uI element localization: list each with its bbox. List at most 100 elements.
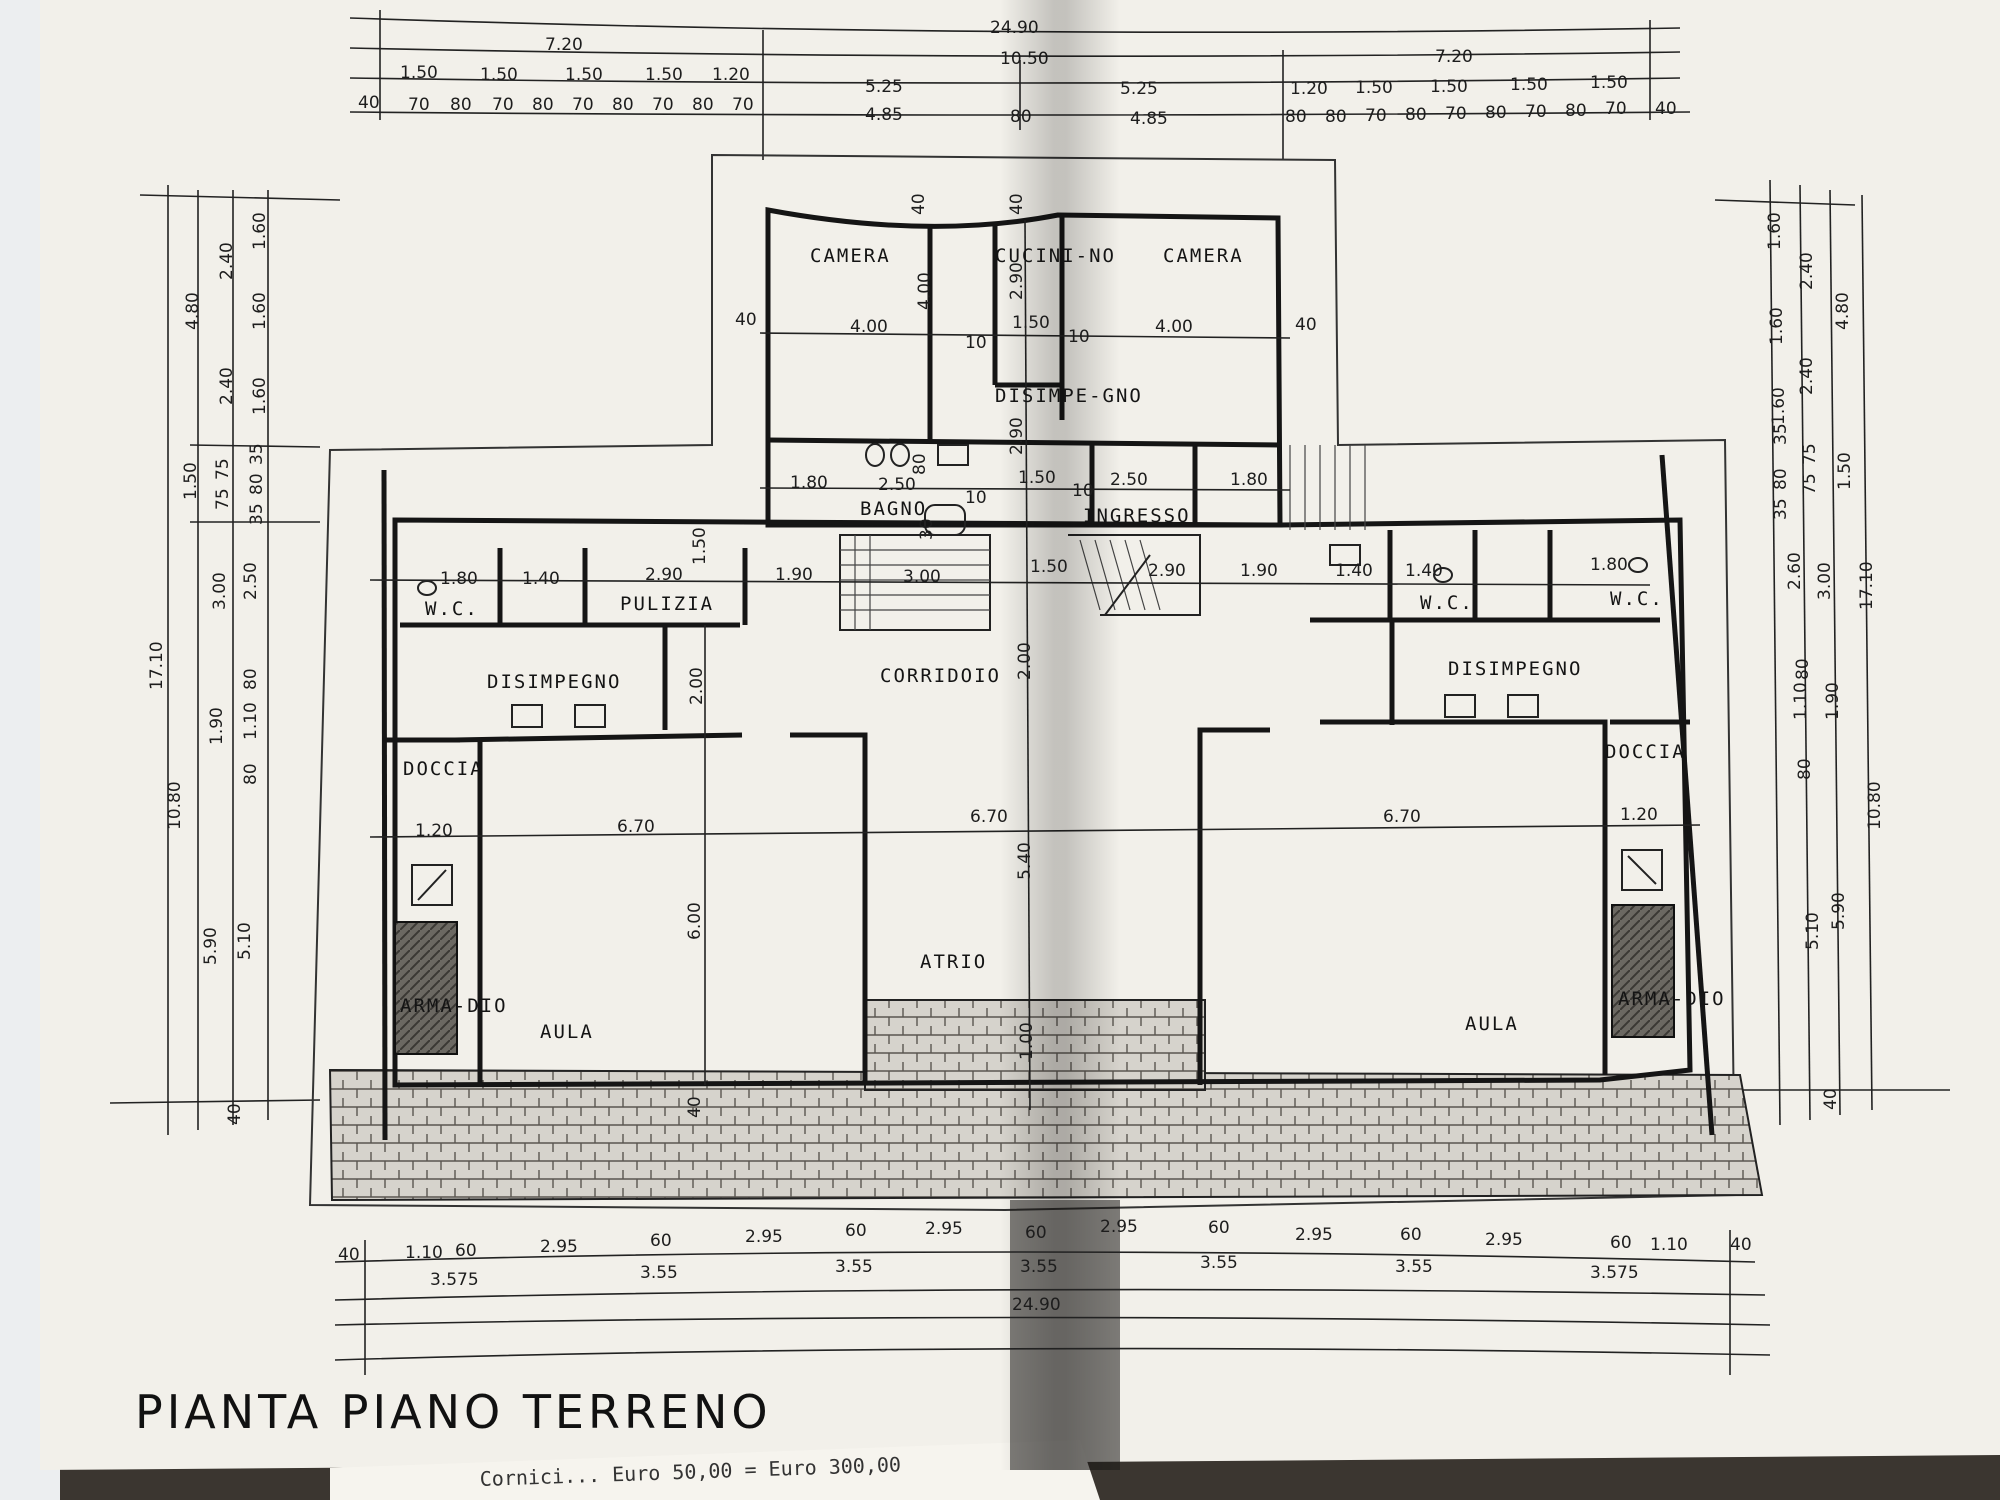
svg-text:80: 80 [910, 453, 930, 475]
room-bagno: BAGNO [860, 498, 927, 520]
dim-bottom-row1: 40 1.10 60 2.95 60 2.95 60 2.95 60 2.95 … [338, 1217, 1752, 1265]
svg-text:1.50: 1.50 [1355, 78, 1393, 98]
svg-text:80: 80 [247, 473, 267, 495]
svg-text:60: 60 [1208, 1218, 1230, 1238]
svg-text:3.55: 3.55 [835, 1257, 873, 1277]
room-doccia-right: DOCCIA [1605, 741, 1686, 763]
svg-text:2.95: 2.95 [925, 1219, 963, 1239]
paper-slip [330, 1440, 1100, 1500]
right-dimension-lines [1710, 179, 1950, 1126]
svg-text:1.50: 1.50 [1012, 313, 1050, 333]
svg-text:80: 80 [1325, 107, 1347, 127]
svg-text:80: 80 [1771, 468, 1791, 490]
svg-text:4.00: 4.00 [915, 272, 935, 310]
svg-text:2.95: 2.95 [540, 1237, 578, 1257]
svg-text:4.85: 4.85 [865, 105, 903, 125]
room-pulizia: PULIZIA [620, 593, 714, 615]
svg-text:1.20: 1.20 [712, 65, 750, 85]
dim-left-outer-2: 10.80 [165, 781, 185, 830]
svg-text:40: 40 [1295, 315, 1317, 335]
svg-text:4.00: 4.00 [850, 317, 888, 337]
svg-text:1.90: 1.90 [775, 565, 813, 585]
svg-text:80: 80 [1405, 105, 1427, 125]
svg-text:80: 80 [1795, 758, 1815, 780]
dim-right-cols: 4.80 1.50 3.00 1.90 5.90 2.40 2.40 75 75… [1765, 212, 1855, 1110]
svg-text:2.90: 2.90 [1007, 262, 1027, 300]
svg-text:60: 60 [1025, 1223, 1047, 1243]
svg-text:60: 60 [845, 1221, 867, 1241]
sanitary-fixtures [411, 443, 1663, 906]
svg-text:1.50: 1.50 [1510, 75, 1548, 95]
svg-text:1.90: 1.90 [207, 707, 227, 745]
svg-text:2.50: 2.50 [878, 475, 916, 495]
svg-text:80: 80 [1565, 101, 1587, 121]
svg-text:1.20: 1.20 [1290, 79, 1328, 99]
dim-bottom-total: 24.90 [1012, 1295, 1061, 1315]
svg-text:3.00: 3.00 [903, 567, 941, 587]
room-atrio: ATRIO [920, 951, 987, 973]
svg-text:2.90: 2.90 [1007, 417, 1027, 455]
svg-text:40: 40 [358, 93, 380, 113]
main-block-walls [381, 454, 1715, 1141]
room-armadio-left: ARMA-DIO [400, 995, 508, 1017]
stairs-outside-right [1289, 445, 1366, 530]
room-wc-right-a: W.C. [1420, 592, 1474, 614]
room-disimpegno-top: DISIMPE-GNO [995, 385, 1143, 407]
svg-text:5.25: 5.25 [1120, 79, 1158, 99]
svg-text:3.55: 3.55 [640, 1263, 678, 1283]
bottom-dimension-lines [334, 1230, 1771, 1375]
svg-text:5.90: 5.90 [201, 927, 221, 965]
svg-text:35: 35 [247, 503, 267, 525]
svg-text:2.90: 2.90 [1148, 561, 1186, 581]
svg-text:1.60: 1.60 [1765, 212, 1785, 250]
svg-text:80: 80 [692, 95, 714, 115]
svg-text:40: 40 [1730, 1235, 1752, 1255]
svg-text:2.95: 2.95 [1485, 1230, 1523, 1250]
svg-text:40: 40 [1821, 1088, 1841, 1110]
svg-text:35: 35 [1771, 423, 1791, 445]
svg-text:1.50: 1.50 [1018, 468, 1056, 488]
svg-text:80: 80 [532, 95, 554, 115]
svg-text:1.10: 1.10 [1650, 1235, 1688, 1255]
svg-text:70: 70 [572, 95, 594, 115]
svg-text:35: 35 [247, 443, 267, 465]
svg-text:4.00: 4.00 [1155, 317, 1193, 337]
svg-text:2.40: 2.40 [217, 367, 237, 405]
svg-text:80: 80 [1793, 658, 1813, 680]
svg-text:70: 70 [652, 95, 674, 115]
armadio-right [1611, 904, 1675, 1038]
dim-left-cols: 4.80 1.50 3.00 1.90 5.90 2.40 2.40 75 75… [181, 212, 270, 1125]
svg-text:2.50: 2.50 [1110, 470, 1148, 490]
svg-text:3.55: 3.55 [1200, 1253, 1238, 1273]
svg-text:60: 60 [1400, 1225, 1422, 1245]
svg-text:10: 10 [965, 333, 987, 353]
svg-text:1.50: 1.50 [181, 462, 201, 500]
svg-text:2.95: 2.95 [745, 1227, 783, 1247]
svg-text:5.10: 5.10 [235, 922, 255, 960]
svg-text:2.40: 2.40 [1797, 357, 1817, 395]
room-camera-left: CAMERA [810, 245, 891, 267]
svg-text:75: 75 [213, 488, 233, 510]
svg-text:1.60: 1.60 [250, 377, 270, 415]
svg-text:1.60: 1.60 [1767, 307, 1787, 345]
svg-text:1.50: 1.50 [1590, 73, 1628, 93]
room-corridoio: CORRIDOIO [880, 665, 1001, 687]
svg-text:1.50: 1.50 [1030, 557, 1068, 577]
svg-text:1.50: 1.50 [1430, 77, 1468, 97]
room-wc-left: W.C. [425, 598, 479, 620]
svg-text:60: 60 [455, 1241, 477, 1261]
svg-text:1.40: 1.40 [522, 569, 560, 589]
svg-text:1.50: 1.50 [1835, 452, 1855, 490]
svg-text:1.80: 1.80 [1230, 470, 1268, 490]
left-dimension-lines [109, 185, 341, 1135]
room-ingresso: INGRESSO [1083, 505, 1191, 527]
svg-text:1.60: 1.60 [250, 292, 270, 330]
svg-text:70: 70 [408, 95, 430, 115]
svg-text:1.40: 1.40 [1405, 561, 1443, 581]
svg-text:6.00: 6.00 [685, 902, 705, 940]
svg-text:2.00: 2.00 [687, 667, 707, 705]
svg-text:75: 75 [1800, 473, 1820, 495]
dim-left-outer-1: 17.10 [147, 641, 167, 690]
svg-text:60: 60 [650, 1231, 672, 1251]
